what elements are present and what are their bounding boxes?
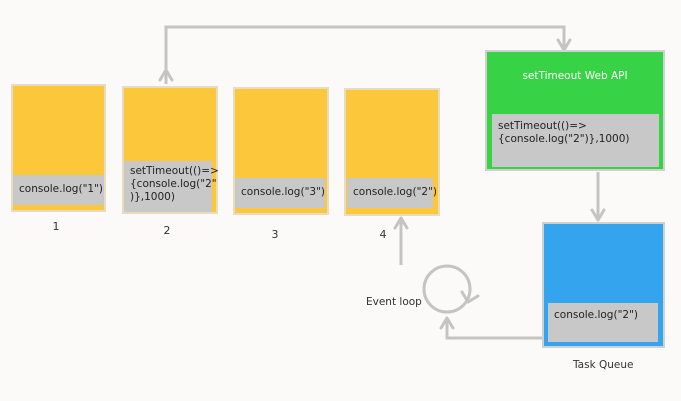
step-number-4: 4 <box>379 228 387 241</box>
task-queue-code: console.log("2") <box>548 303 658 342</box>
web-api-code: setTimeout(()=> {console.log("2")},1000) <box>492 114 659 167</box>
step-number-2: 2 <box>163 224 171 237</box>
stack-frame-2-code: setTimeout(()=> {console.log("2" )},1000… <box>124 161 219 212</box>
connector-queue-to-eventloop <box>445 318 542 340</box>
event-loop-circle <box>422 264 472 314</box>
web-api-title: setTimeout Web API <box>522 70 628 82</box>
event-loop-caption: Event loop <box>366 296 422 308</box>
arrowhead-down-queue <box>590 208 606 222</box>
task-queue-caption: Task Queue <box>573 359 634 371</box>
connector-stack-to-webapi <box>164 25 566 84</box>
arrowhead-up-eventloop <box>439 316 455 330</box>
step-number-3: 3 <box>271 228 279 241</box>
arrowhead-event-loop <box>460 290 480 304</box>
step-number-1: 1 <box>52 220 60 233</box>
arrowhead-up-frame4 <box>393 216 409 230</box>
stack-frame-4-code: console.log("2") <box>347 178 437 208</box>
stack-frame-1-code: console.log("1") <box>13 175 104 205</box>
stack-frame-3-code: console.log("3") <box>235 178 325 208</box>
arrowhead-up-frame2 <box>158 68 174 82</box>
